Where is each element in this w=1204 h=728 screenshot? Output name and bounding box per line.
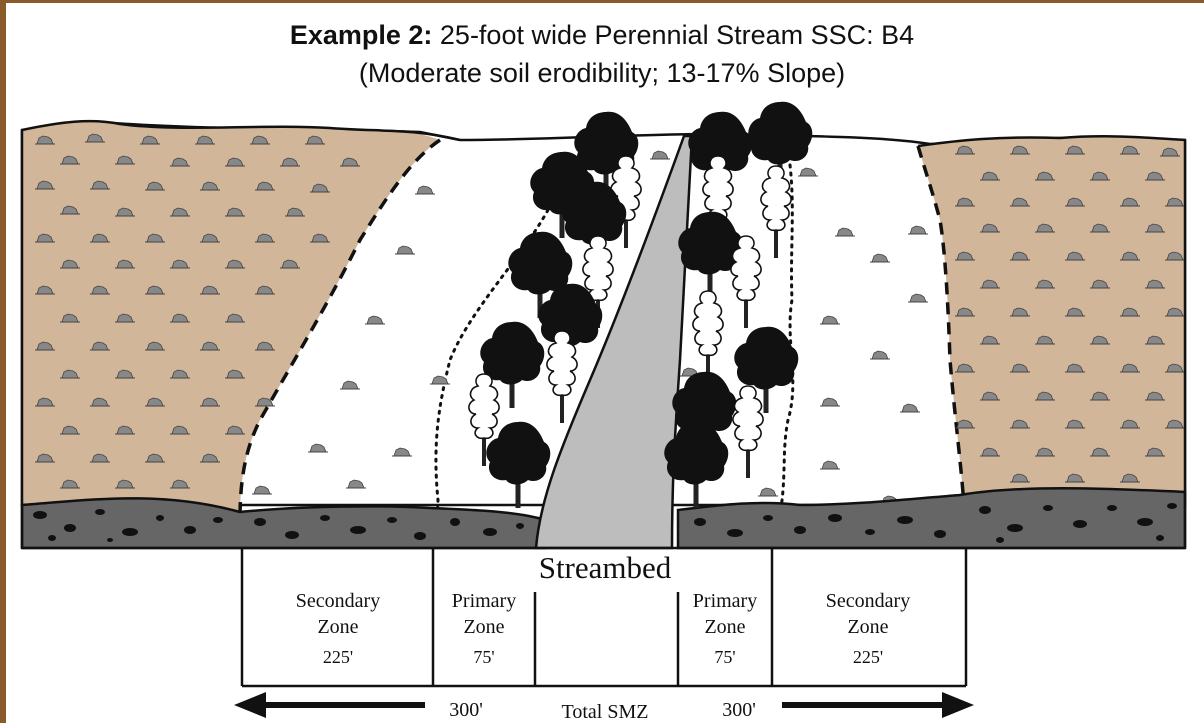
- zone-3-name-line1: Primary: [693, 590, 757, 612]
- zone-2-width: 75': [473, 647, 494, 667]
- gravel-layer: [20, 487, 1187, 550]
- total-right-width: 300': [722, 699, 756, 721]
- zone-2-name-line2: Zone: [463, 616, 504, 638]
- right-secondary-boundary: [916, 145, 967, 521]
- zone-4-name-line1: Secondary: [826, 590, 910, 612]
- frame-edge-top: [0, 0, 1204, 3]
- diagram-subtitle: (Moderate soil erodibility; 13-17% Slope…: [358, 58, 846, 88]
- zone-3-width: 75': [714, 647, 735, 667]
- zone-2-name-line1: Primary: [452, 590, 516, 612]
- zone-3-name-line2: Zone: [704, 616, 745, 638]
- zone-4-width: 225': [853, 647, 883, 667]
- gravel-stones: [33, 503, 1177, 543]
- zone-table: [240, 548, 968, 688]
- total-smz-arrows: [234, 692, 974, 718]
- frame-edge-left: [0, 0, 6, 723]
- zone-1-name-line2: Zone: [317, 616, 358, 638]
- zone-1-name-line1: Secondary: [296, 590, 380, 612]
- total-left-width: 300': [449, 699, 483, 721]
- title-rest: 25-foot wide Perennial Stream SSC: B4: [432, 20, 915, 50]
- streambed-label: Streambed: [539, 550, 672, 585]
- diagram-title: Example 2: 25-foot wide Perennial Stream…: [0, 20, 1204, 51]
- total-smz-label: Total SMZ: [562, 701, 649, 723]
- left-primary-boundary: [434, 208, 550, 547]
- left-secondary-boundary: [238, 138, 441, 521]
- zone-4-name-line2: Zone: [847, 616, 888, 638]
- zone-1-width: 225': [323, 647, 353, 667]
- title-bold: Example 2:: [289, 20, 433, 50]
